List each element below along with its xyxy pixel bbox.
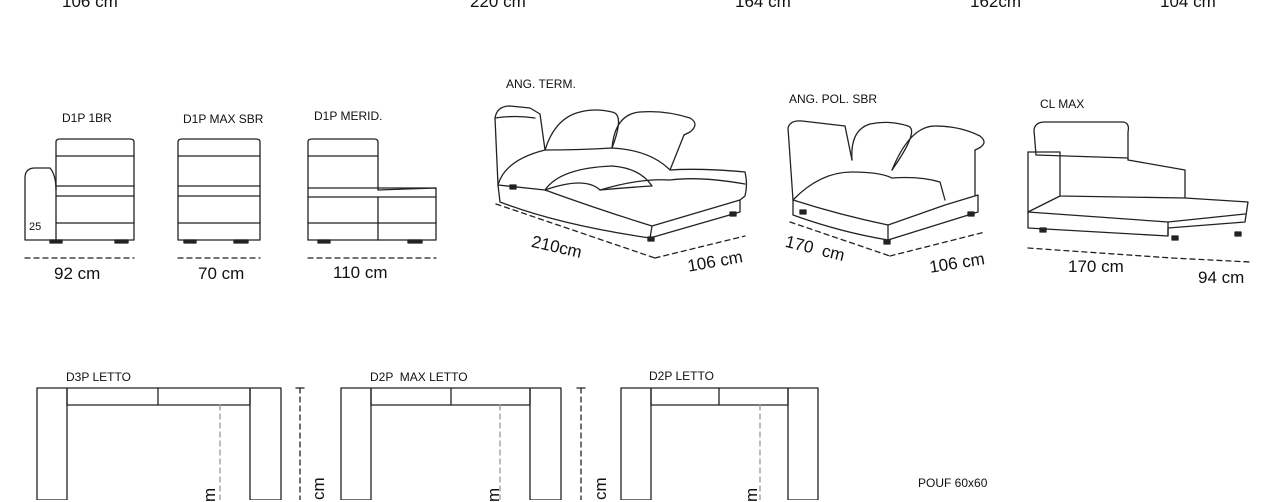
top-dim-1: 106 cm [62,0,118,11]
module-label-ang-term: ANG. TERM. [506,77,576,91]
bed-d2p-max-letto-drawing [340,387,586,500]
top-dim-5: 104 cm [1160,0,1216,11]
module-d1p-max-sbr-drawing [177,138,261,259]
dim-d1p-max-sbr-width: 70 cm [198,264,245,283]
dim-d1p-1br-width: 92 cm [54,264,101,283]
module-label-ang-pol-sbr: ANG. POL. SBR [789,92,878,106]
module-label-d1p-1br: D1P 1BR [62,111,112,125]
dim-cl-max-length: 170 cm [1068,257,1124,276]
bed-label-d3p-letto: D3P LETTO [66,370,131,384]
seat-height-value: 25 [29,221,42,233]
module-d1p-1br-drawing [24,138,135,259]
module-label-d1p-max-sbr: D1P MAX SBR [183,112,264,126]
dim-d1p-merid-width: 110 cm [333,263,388,282]
module-label-cl-max: CL MAX [1040,97,1085,111]
top-dim-3: 164 cm [735,0,791,11]
bed-dim-fragment-2: cm [309,477,328,500]
bed-d3p-letto-drawing [36,387,305,500]
dim-cl-max-depth: 94 cm [1198,268,1245,287]
bed-label-d2p-letto: D2P LETTO [649,369,714,383]
module-d1p-merid-drawing [307,138,437,259]
top-dim-4: 162cm [970,0,1022,11]
pouf-label: POUF 60x60 [918,476,988,490]
module-ang-term-drawing [494,105,748,259]
module-label-d1p-merid: D1P MERID. [314,109,383,123]
bed-dim-fragment-4: cm [591,477,610,500]
module-ang-pol-sbr-drawing [787,120,986,257]
top-dim-2: 220 cm [470,0,526,11]
bed-label-d2p-max-letto: D2P MAX LETTO [370,370,468,384]
bed-d2p-letto-drawing [620,387,819,500]
module-cl-max-drawing [1027,121,1251,263]
